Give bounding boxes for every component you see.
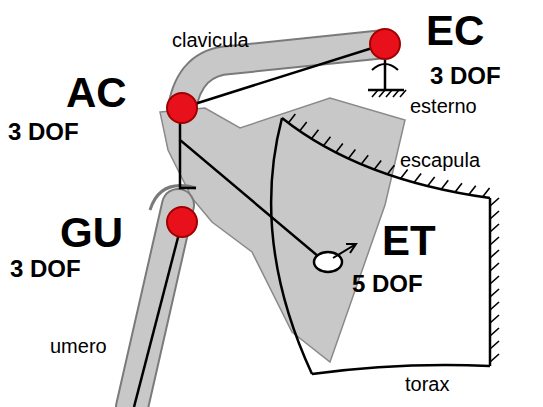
hatch-stroke: [428, 177, 435, 186]
hatch-stroke: [361, 155, 368, 164]
part-label: torax: [405, 374, 449, 394]
hatch-stroke: [490, 237, 499, 245]
joint-label: GU: [60, 212, 123, 254]
dof-label: 5 DOF: [352, 272, 423, 296]
hatch-stroke: [490, 289, 499, 297]
sternum-hatching: [372, 90, 406, 97]
hatch-stroke: [387, 165, 394, 174]
hatch-stroke: [414, 174, 421, 183]
hatch-stroke: [490, 211, 499, 219]
hatch-stroke: [490, 328, 499, 336]
dof-label: 3 DOF: [10, 257, 81, 281]
humerus-bone: [132, 205, 178, 407]
hatch-stroke: [400, 90, 406, 97]
scapula-shape: [160, 98, 405, 362]
hatch-stroke: [372, 90, 378, 97]
hatch-stroke: [455, 183, 462, 192]
hatch-stroke: [300, 122, 307, 131]
hatch-stroke: [336, 143, 343, 152]
et-arrow: [333, 244, 356, 258]
dof-label: 3 DOF: [430, 64, 501, 88]
clavicle-link: [182, 44, 385, 108]
ac-joint: [167, 93, 197, 123]
hatch-stroke: [490, 224, 499, 232]
scapula-link: [180, 108, 325, 262]
hatch-stroke: [323, 137, 330, 146]
hatch-stroke: [393, 90, 399, 97]
hatch-stroke: [490, 276, 499, 284]
hatch-stroke: [348, 150, 355, 159]
hatch-stroke: [490, 250, 499, 258]
hatch-stroke: [311, 130, 318, 139]
hatch-stroke: [490, 354, 499, 362]
clavicle-bone: [182, 44, 385, 108]
part-label: esterno: [410, 96, 477, 116]
joint-label: ET: [382, 220, 436, 262]
part-label: clavicula: [172, 30, 249, 50]
sternum-cup: [372, 64, 398, 70]
hatch-stroke: [401, 170, 408, 179]
humerus-link: [134, 222, 182, 407]
hatch-stroke: [483, 188, 490, 197]
hatch-stroke: [288, 114, 295, 123]
ec-joint: [370, 29, 400, 59]
gu-joint: [167, 207, 197, 237]
hatch-stroke: [490, 198, 499, 206]
thorax-right-edge: [489, 198, 492, 366]
hatch-stroke: [441, 180, 448, 189]
hatch-stroke: [490, 341, 499, 349]
thorax-bottom-edge: [312, 365, 490, 374]
hatch-stroke: [490, 315, 499, 323]
dof-label: 3 DOF: [8, 120, 79, 144]
thorax-top-edge: [282, 118, 490, 198]
joint-label: EC: [426, 10, 484, 52]
hatch-stroke: [374, 160, 381, 169]
humerus-head: [150, 186, 196, 210]
clavicle-outline: [182, 44, 385, 108]
hatching: [288, 114, 499, 362]
hatch-stroke: [490, 302, 499, 310]
joint-label: AC: [66, 72, 127, 114]
hatch-stroke: [386, 90, 392, 97]
humerus-outline: [132, 205, 178, 407]
hatch-stroke: [490, 263, 499, 271]
hatch-stroke: [379, 90, 385, 97]
part-label: escapula: [400, 150, 480, 170]
part-label: umero: [50, 336, 107, 356]
hatch-stroke: [469, 186, 476, 195]
glenoid-link: [180, 140, 196, 188]
